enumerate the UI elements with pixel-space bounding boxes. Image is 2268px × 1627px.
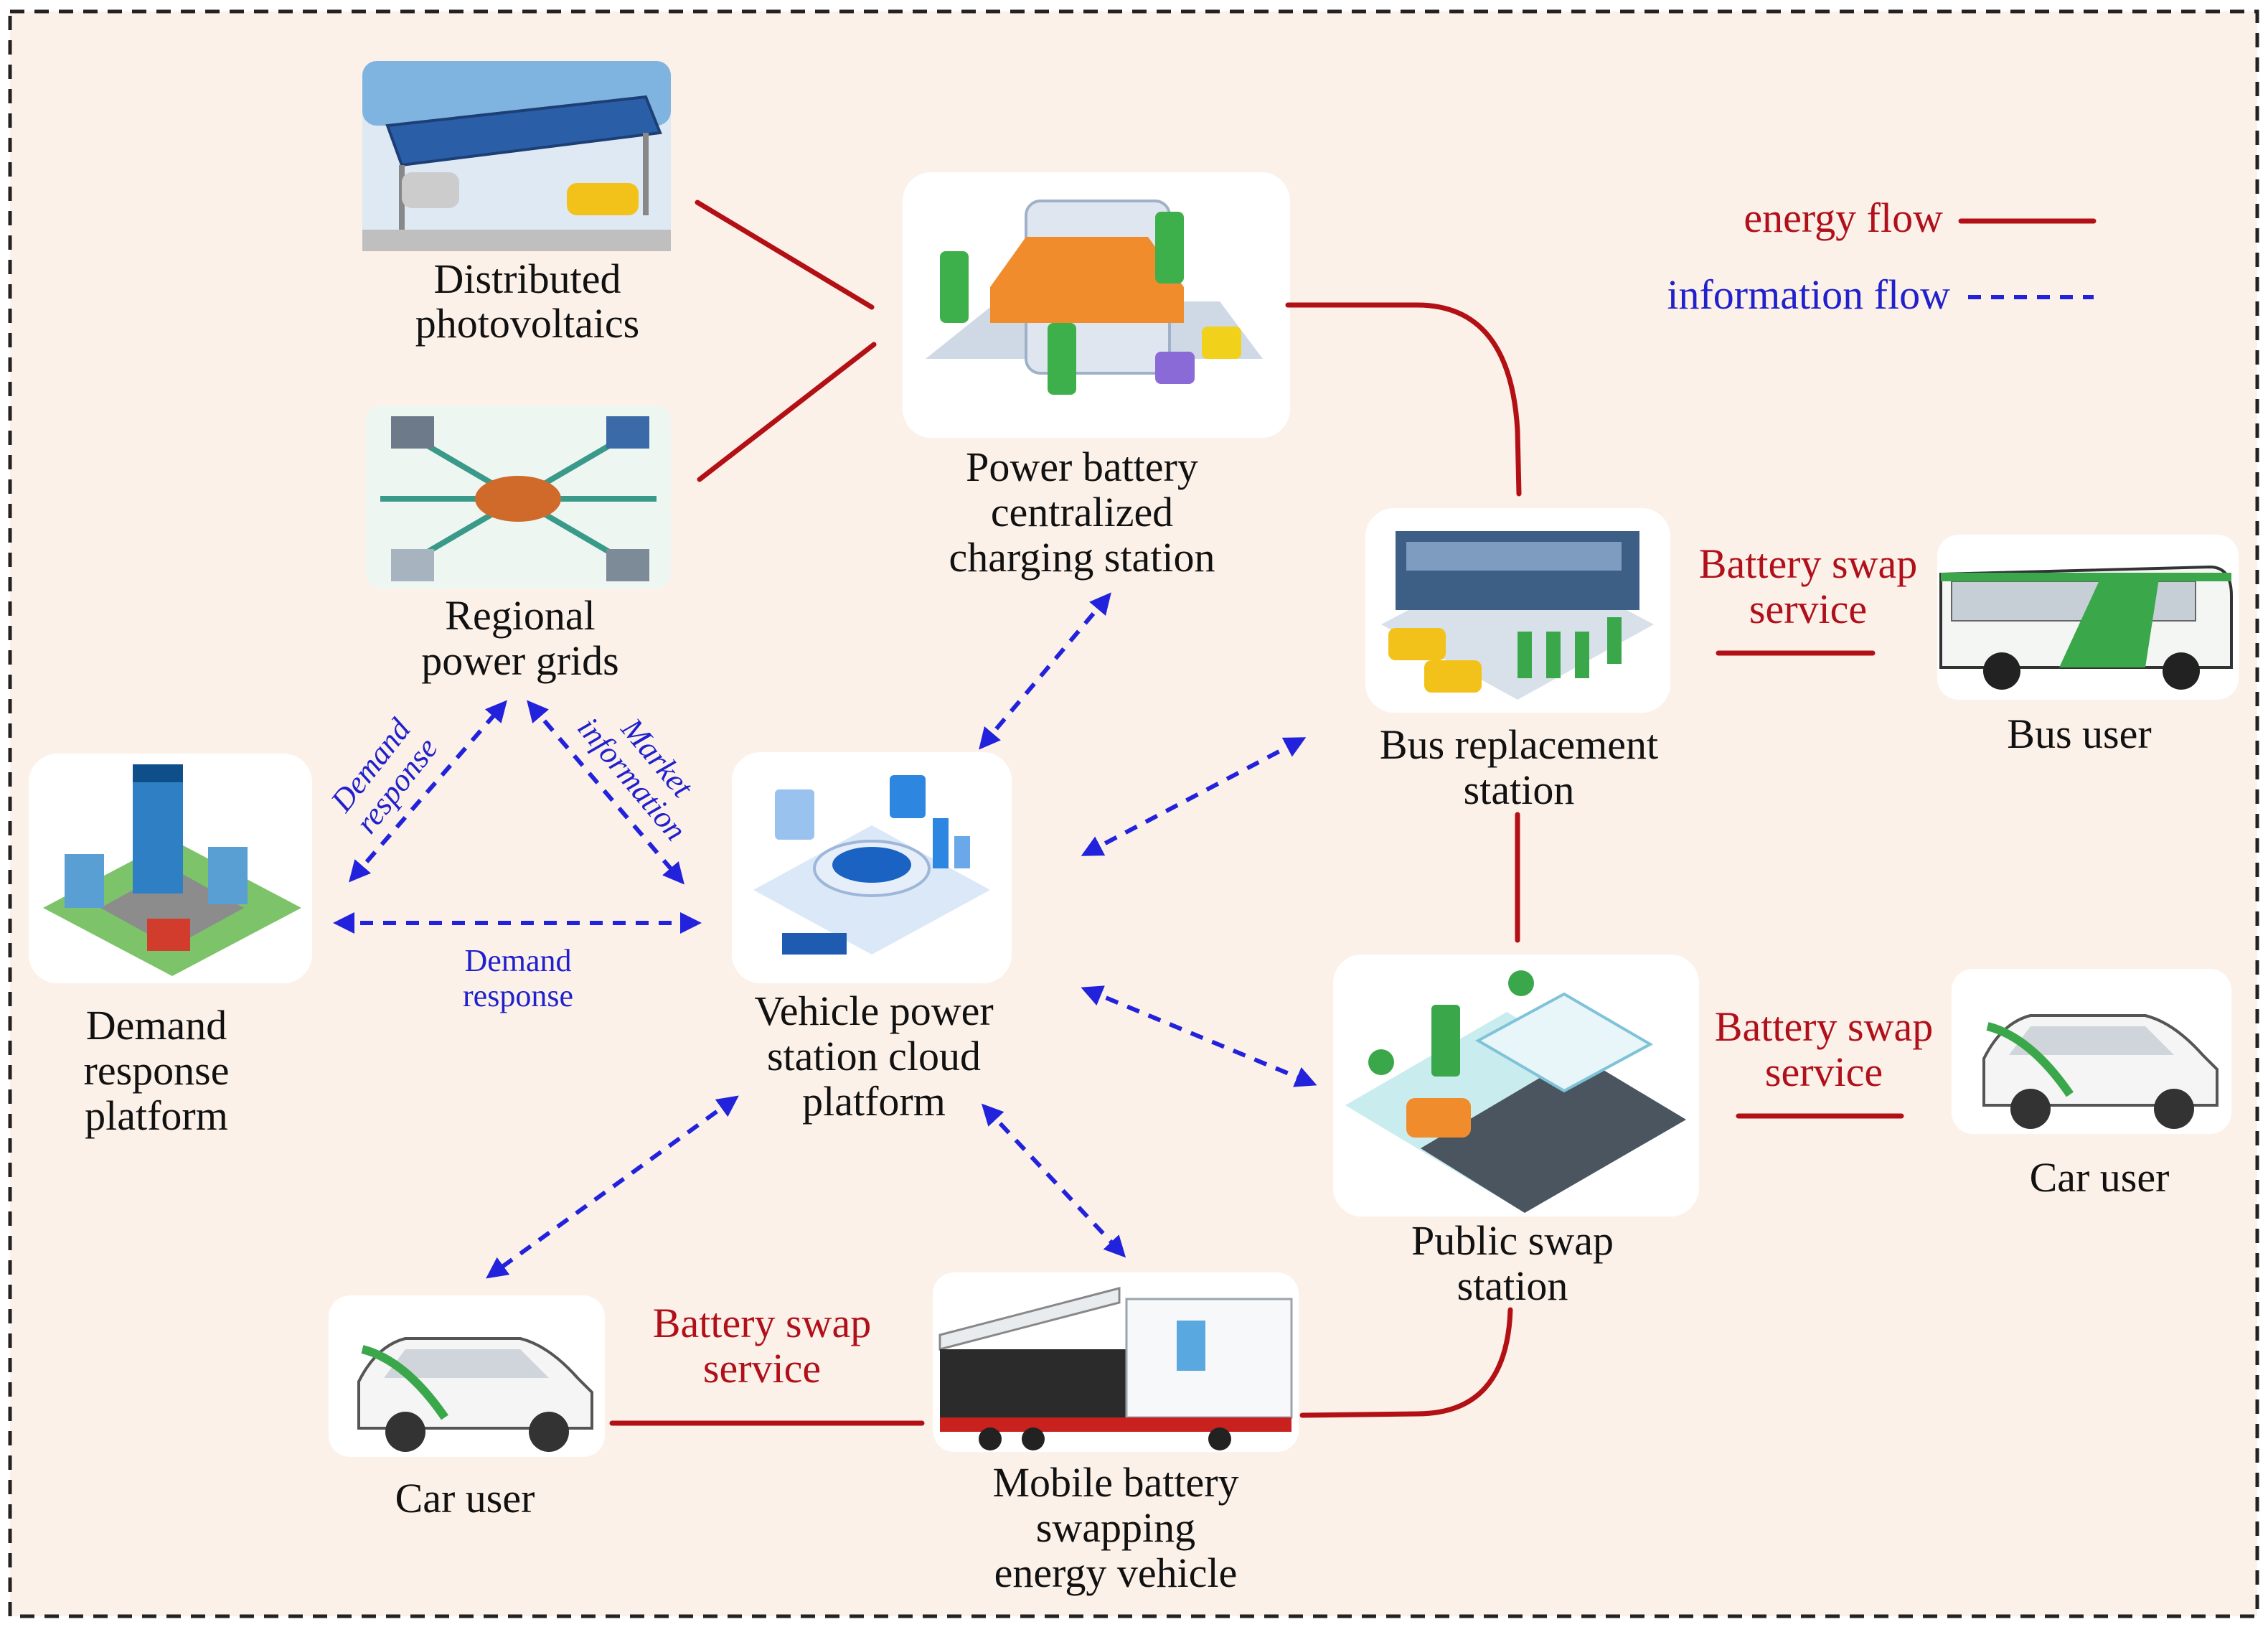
swap-car-right-label-line2: service xyxy=(1765,1049,1883,1095)
swap-car-left-label: Battery swap service xyxy=(653,1300,871,1392)
bus-station-label-line1: Bus replacement xyxy=(1380,721,1658,768)
grid-label-line2: power grids xyxy=(421,637,618,684)
legend-info-label: information flow xyxy=(1667,271,1950,318)
edge-cloud-public-swap xyxy=(1081,985,1317,1087)
edge-cloud-mobile xyxy=(981,1103,1126,1258)
legend-energy-label: energy flow xyxy=(1744,194,1943,241)
demand-response-bottom-line1: Demand xyxy=(464,943,571,978)
demand-response-bottom-label: Demand response xyxy=(463,943,573,1013)
bus-station-label: Bus replacement station xyxy=(1380,721,1658,813)
charging-station-icon xyxy=(926,200,1263,395)
edge-cloud-bus-station xyxy=(1081,737,1307,856)
charging-node xyxy=(903,172,1290,438)
cloud-label: Vehicle power station cloud platform xyxy=(754,988,993,1125)
mobile-node xyxy=(933,1272,1299,1452)
grid-label-line1: Regional xyxy=(445,592,595,639)
bus-swap-station-icon xyxy=(1381,531,1654,700)
truck-icon xyxy=(938,1287,1293,1450)
city-buildings-icon xyxy=(43,764,301,976)
grid-label: Regional power grids xyxy=(421,592,618,684)
swap-car-left-label-line2: service xyxy=(703,1345,821,1392)
edge-charging-bus-station xyxy=(1285,302,1522,497)
charging-label: Power battery centralized charging stati… xyxy=(949,444,1215,581)
edge-cloud-car-left xyxy=(486,1095,739,1279)
car-user-right-label: Car user xyxy=(2030,1154,2170,1201)
bus-station-node xyxy=(1365,508,1670,713)
cloud-label-line1: Vehicle power xyxy=(754,988,993,1034)
mobile-label-line3: energy vehicle xyxy=(994,1549,1238,1596)
car-user-left-label: Car user xyxy=(395,1475,535,1521)
edge-demand-grid xyxy=(349,700,507,883)
swap-bus-label-line1: Battery swap xyxy=(1699,540,1917,587)
car-icon xyxy=(1982,1014,2218,1129)
car-icon xyxy=(357,1337,593,1452)
car-user-left-node xyxy=(329,1295,605,1457)
cloud-node xyxy=(732,752,1012,983)
public-swap-node xyxy=(1333,955,1699,1216)
demand-label-line3: platform xyxy=(85,1092,228,1139)
edge-public-swap-mobile xyxy=(1299,1307,1513,1418)
demand-response-bottom-line2: response xyxy=(463,978,573,1013)
swap-station-icon xyxy=(1345,970,1686,1213)
bus-station-label-line2: station xyxy=(1464,766,1575,813)
information-flow-edges xyxy=(333,592,1317,1279)
energy-flow-edges xyxy=(609,200,1904,1426)
car-user-right-node xyxy=(1952,969,2231,1134)
charging-label-line2: centralized xyxy=(991,489,1173,535)
pv-label-line2: photovoltaics xyxy=(415,300,640,347)
cloud-platform-icon xyxy=(753,775,990,955)
pv-label: Distributed photovoltaics xyxy=(415,255,640,347)
mobile-label-line2: swapping xyxy=(1036,1504,1195,1551)
demand-label: Demand response platform xyxy=(84,1002,230,1139)
power-grid-icon xyxy=(366,405,671,589)
cloud-label-line2: station cloud xyxy=(767,1033,981,1079)
pv-label-line1: Distributed xyxy=(434,255,621,302)
swap-bus-label: Battery swap service xyxy=(1699,540,1917,632)
charging-label-line3: charging station xyxy=(949,534,1215,581)
swap-car-left-label-line1: Battery swap xyxy=(653,1300,871,1346)
demand-label-line2: response xyxy=(84,1047,230,1094)
demand-label-line1: Demand xyxy=(86,1002,227,1049)
edge-grid-charging xyxy=(697,342,877,482)
market-info-label: Market information xyxy=(570,711,701,848)
public-swap-label-line1: Public swap xyxy=(1411,1217,1614,1264)
public-swap-label-line2: station xyxy=(1457,1262,1568,1309)
bus-icon xyxy=(1939,565,2233,690)
swap-car-right-label: Battery swap service xyxy=(1715,1003,1933,1095)
swap-bus-label-line2: service xyxy=(1749,586,1867,632)
mobile-label-line1: Mobile battery xyxy=(992,1459,1238,1506)
bus-user-label: Bus user xyxy=(2007,711,2151,757)
cloud-label-line3: platform xyxy=(802,1078,946,1125)
mobile-label: Mobile battery swapping energy vehicle xyxy=(992,1459,1238,1596)
public-swap-label: Public swap station xyxy=(1411,1217,1614,1309)
edge-cloud-charging xyxy=(979,592,1111,750)
edge-pv-charging xyxy=(695,200,875,310)
solar-carport-icon xyxy=(362,61,671,251)
swap-car-right-label-line1: Battery swap xyxy=(1715,1003,1933,1050)
pv-node xyxy=(362,61,671,251)
legend: energy flow information flow xyxy=(1667,194,2097,318)
grid-node xyxy=(366,405,671,589)
charging-label-line1: Power battery xyxy=(966,444,1198,490)
bus-user-node xyxy=(1937,535,2239,700)
edge-grid-cloud xyxy=(527,700,684,885)
demand-node xyxy=(29,754,312,983)
